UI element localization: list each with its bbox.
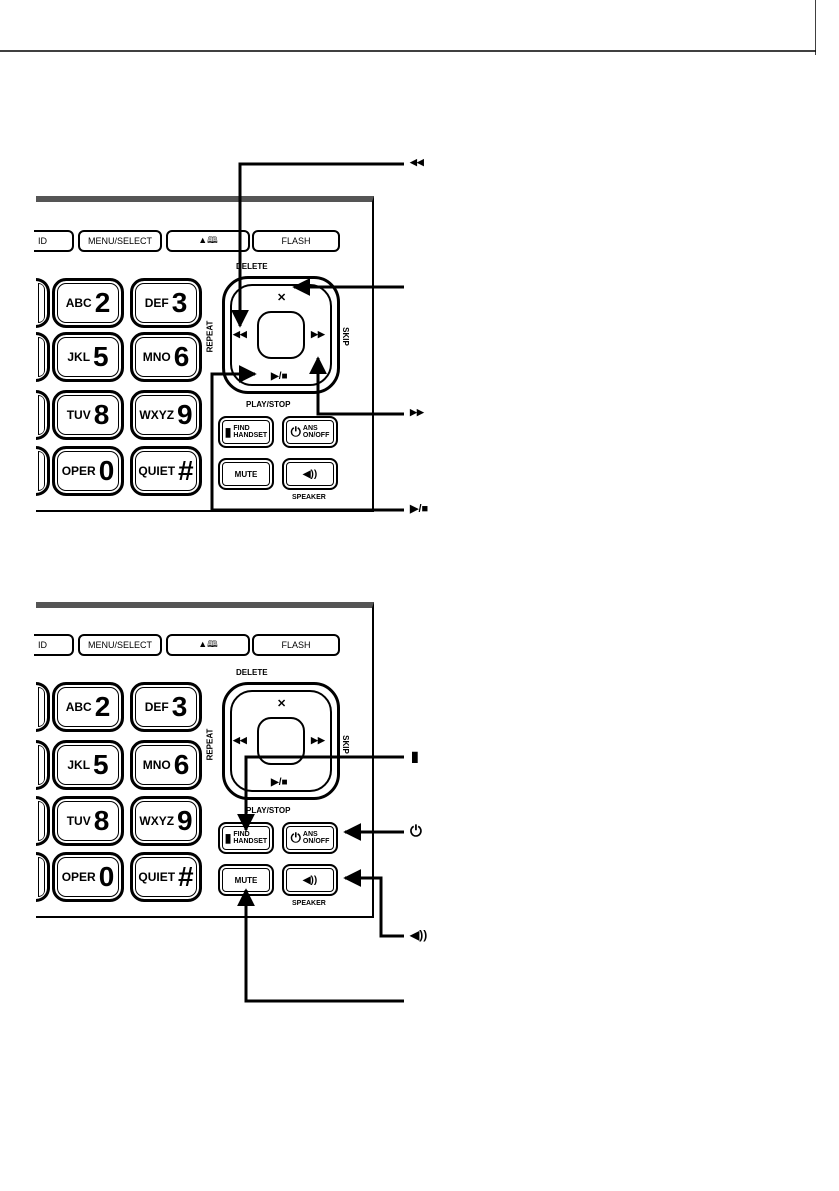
find-handset-leader	[237, 755, 404, 832]
play-stop-leader	[210, 365, 404, 512]
power-icon: ⏻	[290, 830, 301, 845]
speaker-key[interactable]: ◀))	[282, 458, 338, 490]
speaker-key[interactable]: ◀))	[282, 864, 338, 896]
power-icon: ⏻	[290, 424, 301, 439]
handset-callout-icon: ▮	[411, 748, 419, 764]
speaker-label: SPEAKER	[292, 900, 326, 907]
fast-forward-leader	[309, 356, 404, 416]
delete-x-icon: ✕	[277, 292, 287, 304]
menu-select-key[interactable]: MENU/SELECT	[78, 230, 162, 252]
play-stop-label: PLAY/STOP	[246, 806, 291, 815]
nav-key[interactable]: ✕ ◀◀ ▶▶ ▶/■	[222, 682, 340, 800]
ans-on-off-key[interactable]: ⏻ANS ON/OFF	[282, 416, 338, 448]
nav-center[interactable]	[257, 311, 305, 359]
delete-label: DELETE	[236, 668, 268, 677]
rewind-icon: ◀◀	[233, 735, 247, 745]
mute-leader	[237, 888, 404, 1003]
flash-key[interactable]: FLASH	[252, 634, 340, 656]
key-pound[interactable]: QUIET#	[130, 852, 202, 902]
flash-key[interactable]: FLASH	[252, 230, 340, 252]
speaker-leader	[343, 869, 404, 938]
nav-key[interactable]: ✕ ◀◀ ▶▶ ▶/■	[222, 276, 340, 394]
play-stop-icon: ▶/■	[271, 777, 288, 788]
find-handset-key[interactable]: ▮FIND HANDSET	[218, 416, 274, 448]
fast-forward-icon: ▶▶	[311, 329, 325, 339]
rewind-leader	[231, 162, 404, 328]
key-pound[interactable]: QUIET#	[130, 446, 202, 496]
delete-x-icon: ✕	[277, 698, 287, 710]
menu-select-key[interactable]: MENU/SELECT	[78, 634, 162, 656]
speaker-callout-icon: ◀))	[410, 928, 428, 942]
ans-on-off-key[interactable]: ⏻ANS ON/OFF	[282, 822, 338, 854]
power-callout-icon: ⏻	[410, 823, 422, 840]
play-stop-icon: ▶/■	[271, 371, 288, 382]
handset-icon: ▮	[224, 425, 232, 439]
rewind-callout-icon: ◀◀	[410, 157, 424, 167]
play-stop-callout-icon: ▶/■	[410, 503, 429, 515]
caller-id-key[interactable]: ID	[34, 230, 74, 252]
fast-forward-callout-icon: ▶▶	[410, 407, 424, 417]
speaker-label: SPEAKER	[292, 494, 326, 501]
caller-id-key[interactable]: ID	[34, 634, 74, 656]
delete-label: DELETE	[236, 262, 268, 271]
play-stop-label: PLAY/STOP	[246, 400, 291, 409]
top-rule	[0, 0, 816, 55]
handset-icon: ▮	[224, 831, 232, 845]
volume-directory-key[interactable]: ▲🕮	[166, 634, 250, 656]
volume-directory-key[interactable]: ▲🕮	[166, 230, 250, 252]
mute-key[interactable]: MUTE	[218, 458, 274, 490]
fast-forward-icon: ▶▶	[311, 735, 325, 745]
rewind-icon: ◀◀	[233, 329, 247, 339]
